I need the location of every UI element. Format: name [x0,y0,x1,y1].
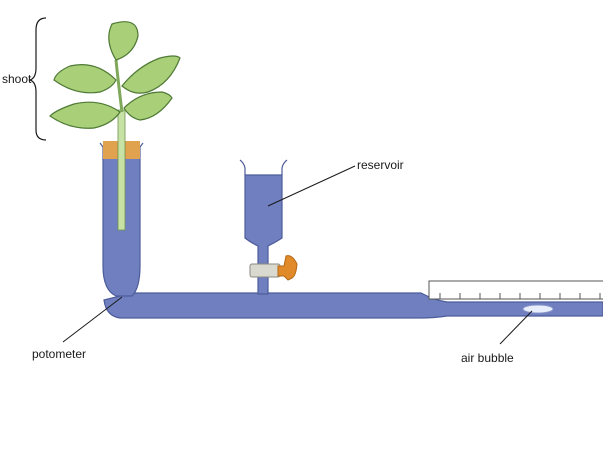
shoot-stem [117,109,126,231]
shoot-label: shoot [2,72,32,86]
air-bubble [522,304,554,314]
potometer-leader [62,296,123,343]
leaf [108,21,139,61]
tube-rim [99,142,144,148]
reservoir-vessel [244,174,283,295]
reservoir-rim [239,159,288,175]
leaf [53,64,117,94]
leaf [121,55,181,94]
air-bubble-label: air bubble [461,351,514,365]
ruler-scale-icon [428,280,603,300]
scale-ticks [439,293,601,299]
leaf [49,101,121,129]
potometer-label: potometer [32,347,87,361]
tap-icon[interactable] [277,255,298,281]
clamp [249,263,281,278]
leafy-shoot-icon [49,21,181,129]
curly-bracket-icon [28,17,47,141]
leaf [123,91,173,121]
air-bubble-leader [499,310,533,345]
reservoir-label: reservoir [357,158,404,172]
reservoir-leader [267,165,356,207]
